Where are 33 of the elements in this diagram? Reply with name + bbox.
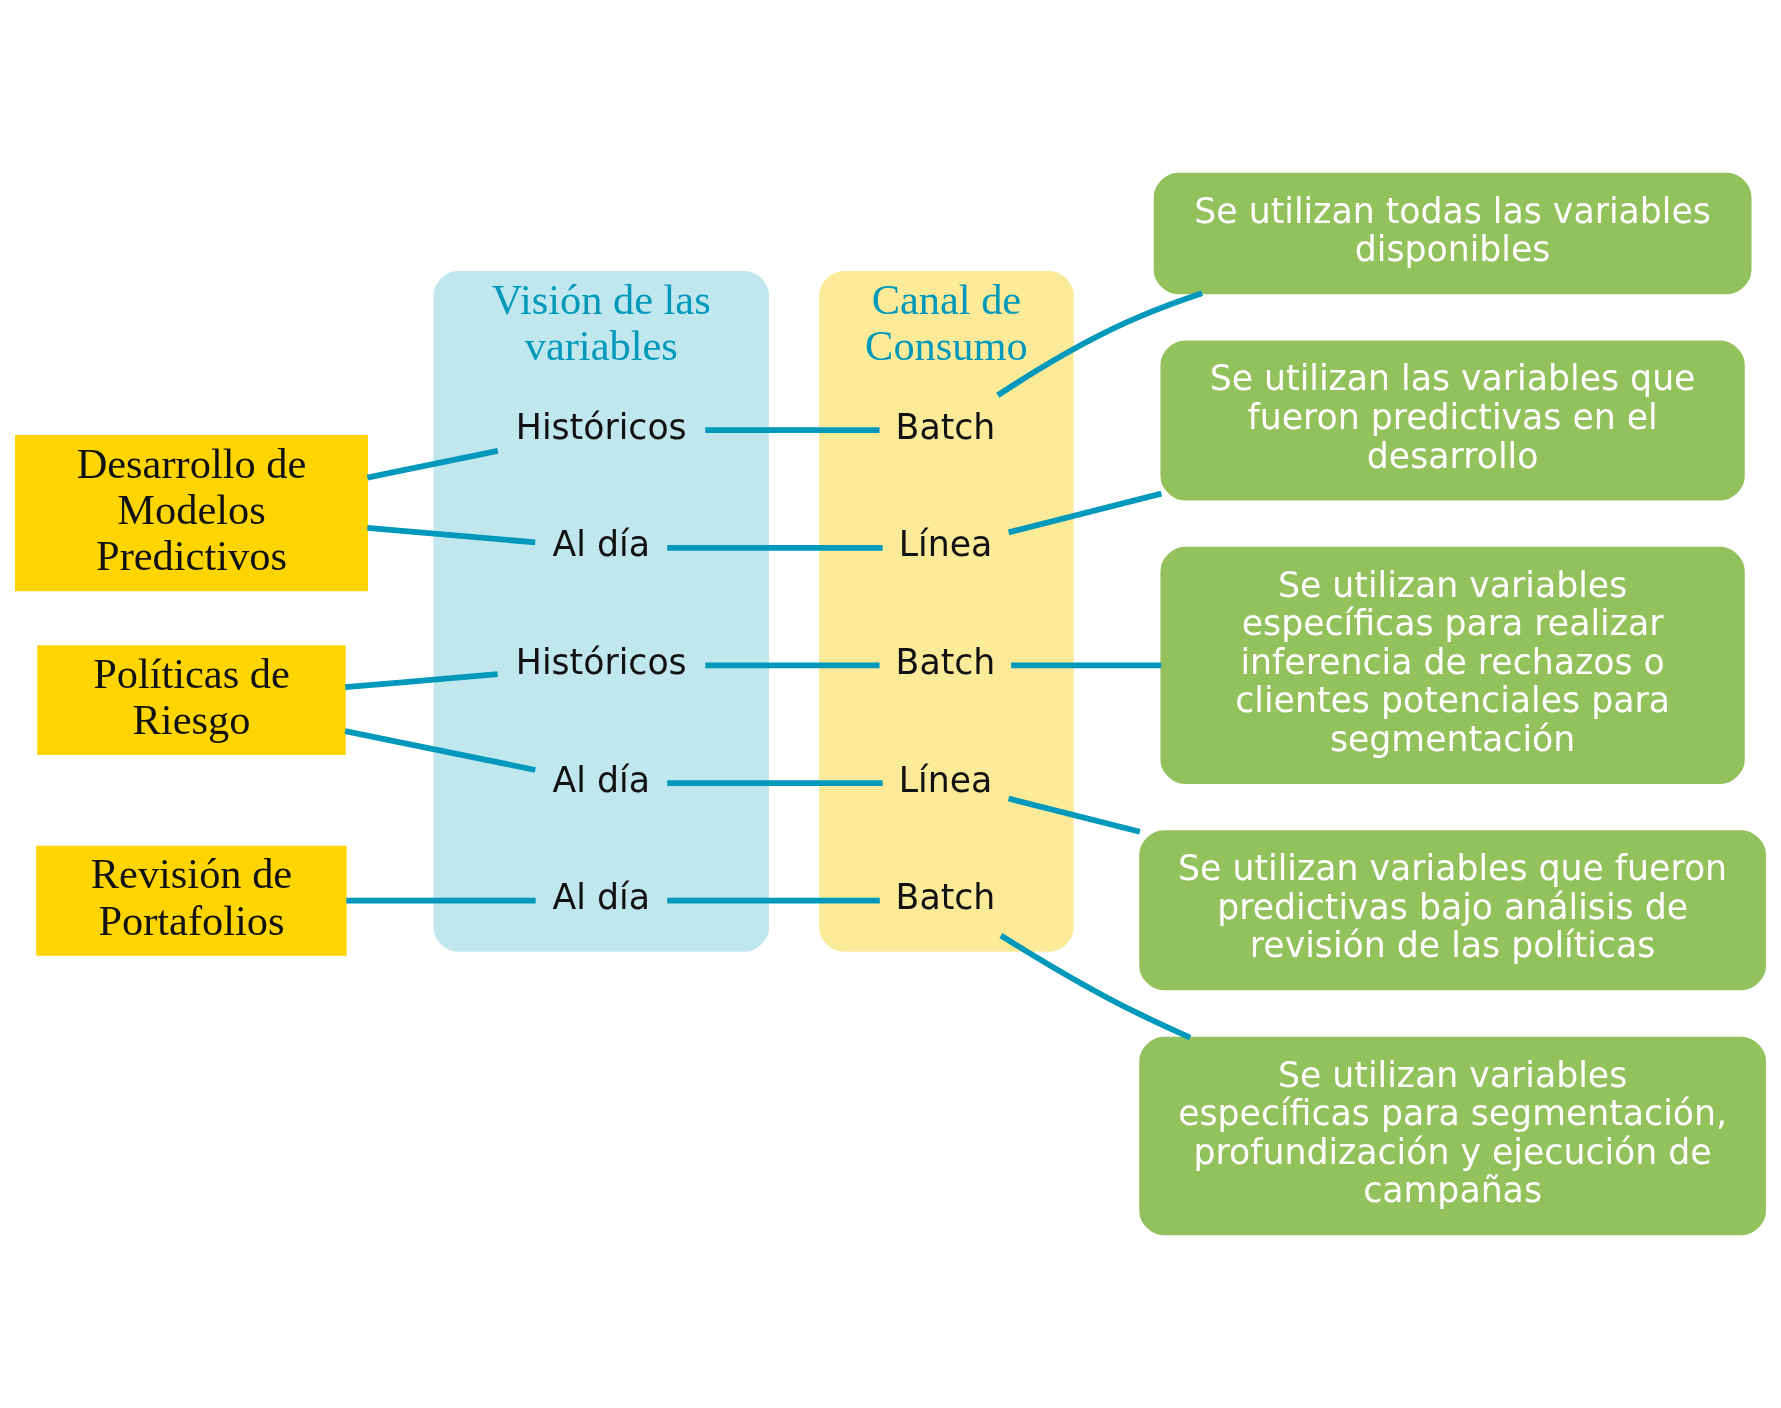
node-box: Revisión de Portafolios [36, 845, 347, 956]
node-text: Al día [552, 877, 650, 918]
node-text: Batch [895, 641, 996, 682]
node-text: Históricos [515, 406, 687, 447]
node-text: Al día [552, 759, 650, 800]
connector [705, 662, 880, 669]
node-box: Se utilizan las variables que fueron predictivas en el desarrollo [1160, 340, 1745, 501]
node-text: Batch [895, 406, 996, 447]
connector [344, 728, 536, 773]
node-box: Se utilizan todas las variables disponibles [1153, 172, 1752, 295]
connector [1007, 795, 1141, 835]
node-box: Políticas de Riesgo [37, 645, 346, 756]
connector [1011, 662, 1162, 669]
connector [366, 448, 499, 481]
node-text: Línea [898, 524, 993, 565]
node-box: Se utilizan variables específicas para segmentación, profundización y ejecución de campañas [1139, 1036, 1766, 1236]
connector [344, 671, 498, 691]
connector [1007, 490, 1163, 536]
connector [705, 427, 880, 434]
connector [999, 933, 1192, 1041]
node-text: Históricos [515, 641, 687, 682]
node-text: Al día [552, 524, 650, 565]
node-text: Batch [895, 877, 996, 918]
connector [667, 544, 883, 551]
connector [996, 290, 1203, 398]
connector [667, 897, 880, 904]
connector [667, 780, 883, 786]
connector [367, 525, 536, 546]
node-box: Se utilizan variables que fueron predictivas bajo análisis de revisión de las políticas [1139, 830, 1766, 991]
connector [346, 897, 536, 904]
node-box: Se utilizan variables específicas para realizar inferencia de rechazos o clientes potenciales para segmentación [1160, 546, 1745, 785]
node-box: Desarrollo de Modelos Predictivos [15, 435, 368, 592]
node-text: Línea [898, 759, 993, 800]
